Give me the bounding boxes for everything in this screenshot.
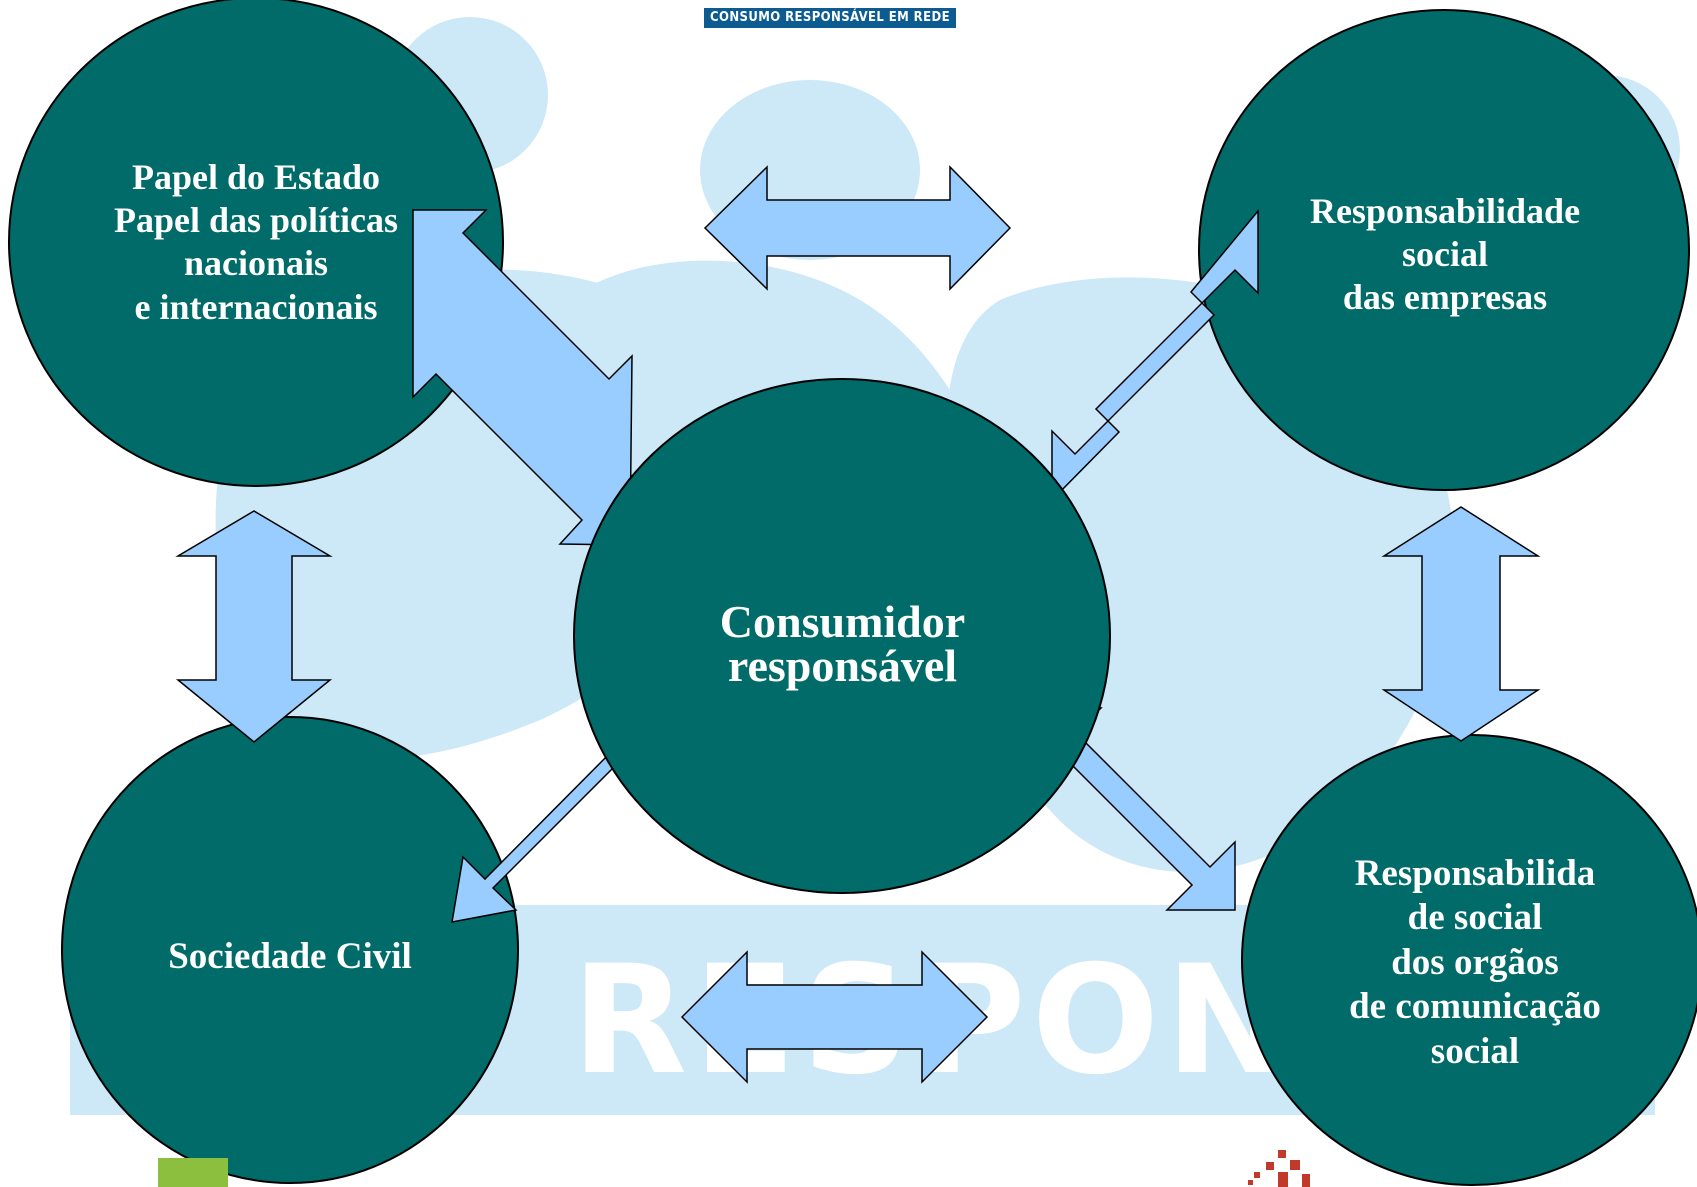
node-consumer-line-2: responsável	[727, 639, 958, 691]
node-companies-circle	[1198, 9, 1690, 491]
node-media-line-1: Responsabilida	[1354, 853, 1596, 894]
arrow-state-civil-society	[175, 510, 333, 743]
node-state-line-3: nacionais	[183, 243, 329, 284]
node-civil-society-line-1: Sociedade Civil	[168, 936, 412, 977]
arrow-civil-society-media	[680, 950, 989, 1084]
node-state-line-4: e internacionais	[134, 286, 378, 327]
node-companies-line-3: das empresas	[1342, 277, 1548, 318]
arrow-state-companies	[703, 165, 1012, 291]
logo-right-block-3	[1290, 1160, 1300, 1170]
node-civil-society-circle	[61, 716, 519, 1184]
node-media-line-4: de comunicação	[1349, 986, 1601, 1028]
node-media-line-5: social	[1430, 1030, 1520, 1072]
node-state-line-2: Papel das políticas	[113, 200, 399, 241]
logo-right-block-5	[1278, 1172, 1288, 1187]
arrow-companies-media	[1381, 506, 1541, 742]
logo-right-block-2	[1266, 1162, 1274, 1170]
node-media-line-2: de social	[1407, 897, 1543, 939]
node-companies-label: Responsabilidade social das empresas	[1250, 190, 1640, 320]
node-consumer-line-1: Consumidor	[719, 596, 966, 647]
node-media-line-3: dos orgãos	[1391, 941, 1559, 983]
node-state-label: Papel do Estado Papel das políticas naci…	[76, 156, 436, 329]
node-media-circle	[1241, 734, 1697, 1186]
node-consumer-label: Consumidor responsável	[640, 596, 1045, 691]
node-companies-line-1: Responsabilidade	[1309, 191, 1581, 231]
header-banner: CONSUMO RESPONSÁVEL EM REDE	[704, 8, 956, 28]
logo-right-block-1	[1278, 1150, 1286, 1158]
node-media-label: Responsabilida de social dos orgãos de c…	[1290, 852, 1660, 1074]
logo-right-block-6	[1302, 1174, 1310, 1187]
logo-right-block-7	[1248, 1180, 1253, 1185]
node-companies-line-2: social	[1402, 234, 1488, 275]
logo-left	[158, 1158, 228, 1187]
node-consumer-circle	[573, 378, 1111, 894]
node-state-circle	[8, 0, 504, 487]
arrow-state-consumer	[412, 209, 633, 546]
node-state-line-1: Papel do Estado	[131, 157, 381, 197]
logo-right-block-4	[1254, 1172, 1260, 1178]
logo-right	[1248, 1150, 1320, 1187]
node-civil-society-label: Sociedade Civil	[110, 935, 470, 979]
